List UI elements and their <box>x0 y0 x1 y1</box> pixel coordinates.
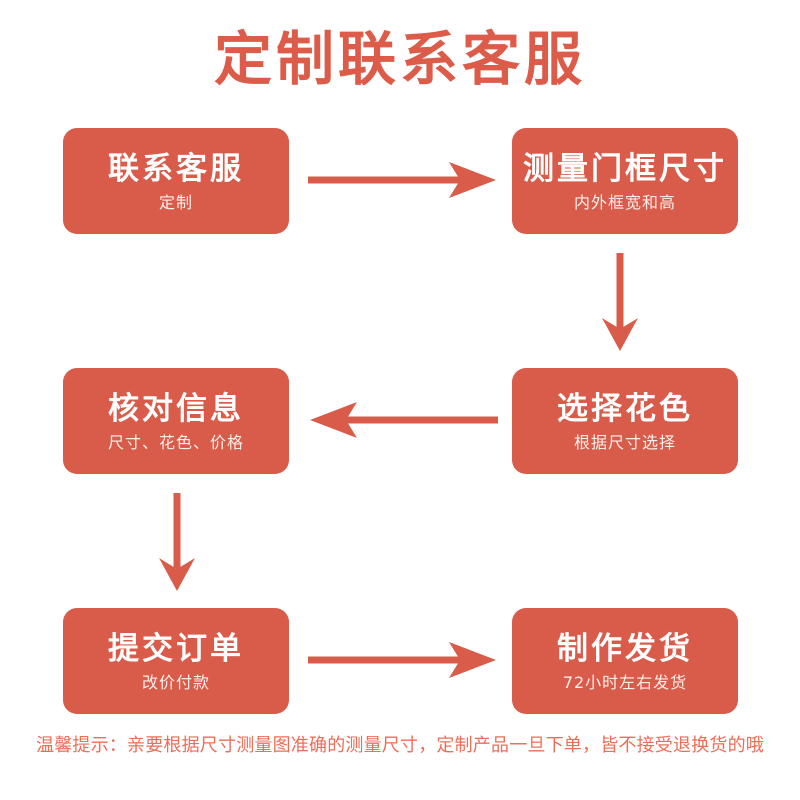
arrow-left-icon <box>308 395 498 445</box>
footer-note: 温馨提示：亲要根据尺寸测量图准确的测量尺寸，定制产品一旦下单，皆不接受退换货的哦 <box>36 735 764 756</box>
arrow-down-icon <box>595 253 645 353</box>
flow-node-make-ship[interactable]: 制作发货 72小时左右发货 <box>512 608 738 714</box>
flow-node-choose-pattern[interactable]: 选择花色 根据尺寸选择 <box>512 368 738 474</box>
flow-node-title: 核对信息 <box>108 390 244 427</box>
flow-node-subtitle: 尺寸、花色、价格 <box>107 432 244 452</box>
flow-node-title: 联系客服 <box>108 150 244 187</box>
flow-node-subtitle: 改价付款 <box>141 672 210 692</box>
flow-node-submit-order[interactable]: 提交订单 改价付款 <box>63 608 289 714</box>
flow-node-measure-frame[interactable]: 测量门框尺寸 内外框宽和高 <box>512 128 738 234</box>
page-title: 定制联系客服 <box>213 25 586 93</box>
flow-node-subtitle: 定制 <box>158 192 193 212</box>
arrow-right-icon <box>308 635 498 685</box>
flow-node-title: 制作发货 <box>557 630 693 667</box>
flow-node-verify-info[interactable]: 核对信息 尺寸、花色、价格 <box>63 368 289 474</box>
flow-node-subtitle: 根据尺寸选择 <box>573 432 676 452</box>
arrow-right-icon <box>308 155 498 205</box>
flow-node-contact-service[interactable]: 联系客服 定制 <box>63 128 289 234</box>
flow-node-title: 测量门框尺寸 <box>523 150 727 187</box>
arrow-down-icon <box>152 493 202 593</box>
flow-node-title: 提交订单 <box>108 630 244 667</box>
flow-node-subtitle: 72小时左右发货 <box>562 672 688 692</box>
flow-node-subtitle: 内外框宽和高 <box>573 192 676 212</box>
flow-node-title: 选择花色 <box>557 390 693 427</box>
